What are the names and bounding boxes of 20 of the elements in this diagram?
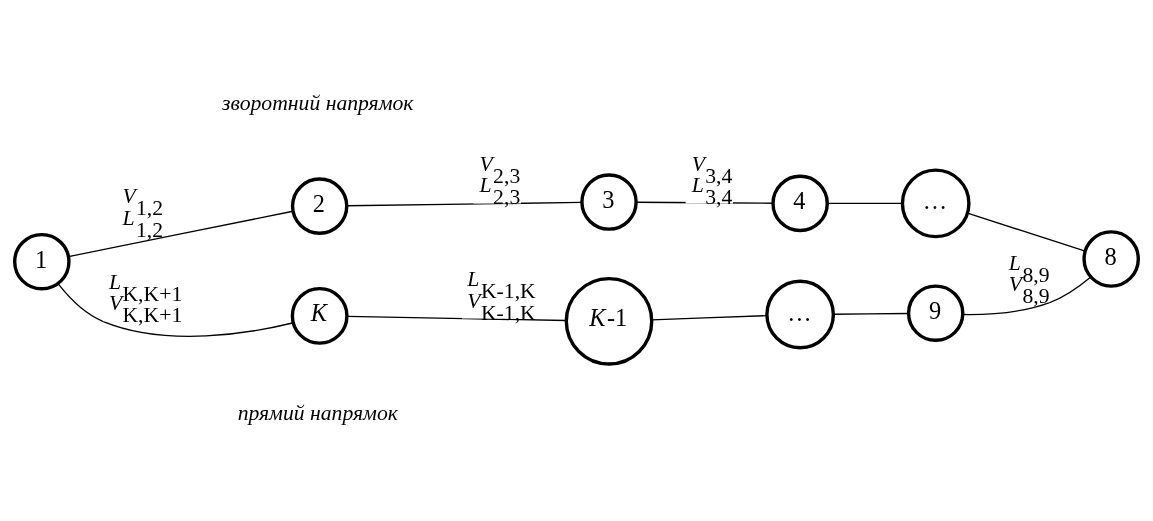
node-circle: K-1 xyxy=(564,276,654,366)
connector xyxy=(57,282,294,337)
node-circle: … xyxy=(765,279,836,349)
connector xyxy=(966,212,1086,252)
node-circle: 3 xyxy=(580,172,638,231)
node-circle: 8 xyxy=(1082,229,1140,288)
connector xyxy=(827,202,903,204)
connector xyxy=(651,314,768,320)
connector xyxy=(67,210,294,257)
node-circle: 1 xyxy=(13,232,71,290)
connector xyxy=(962,276,1092,315)
node-circle: 2 xyxy=(290,176,349,235)
node-circle: … xyxy=(900,168,971,238)
label: зворотний напрямок xyxy=(222,90,414,115)
label: прямий напрямок xyxy=(237,400,398,425)
node-circle: K xyxy=(290,286,349,345)
node-circle: 9 xyxy=(906,283,965,342)
connector xyxy=(832,312,909,315)
node-circle: 4 xyxy=(771,174,829,232)
connector xyxy=(346,201,583,206)
